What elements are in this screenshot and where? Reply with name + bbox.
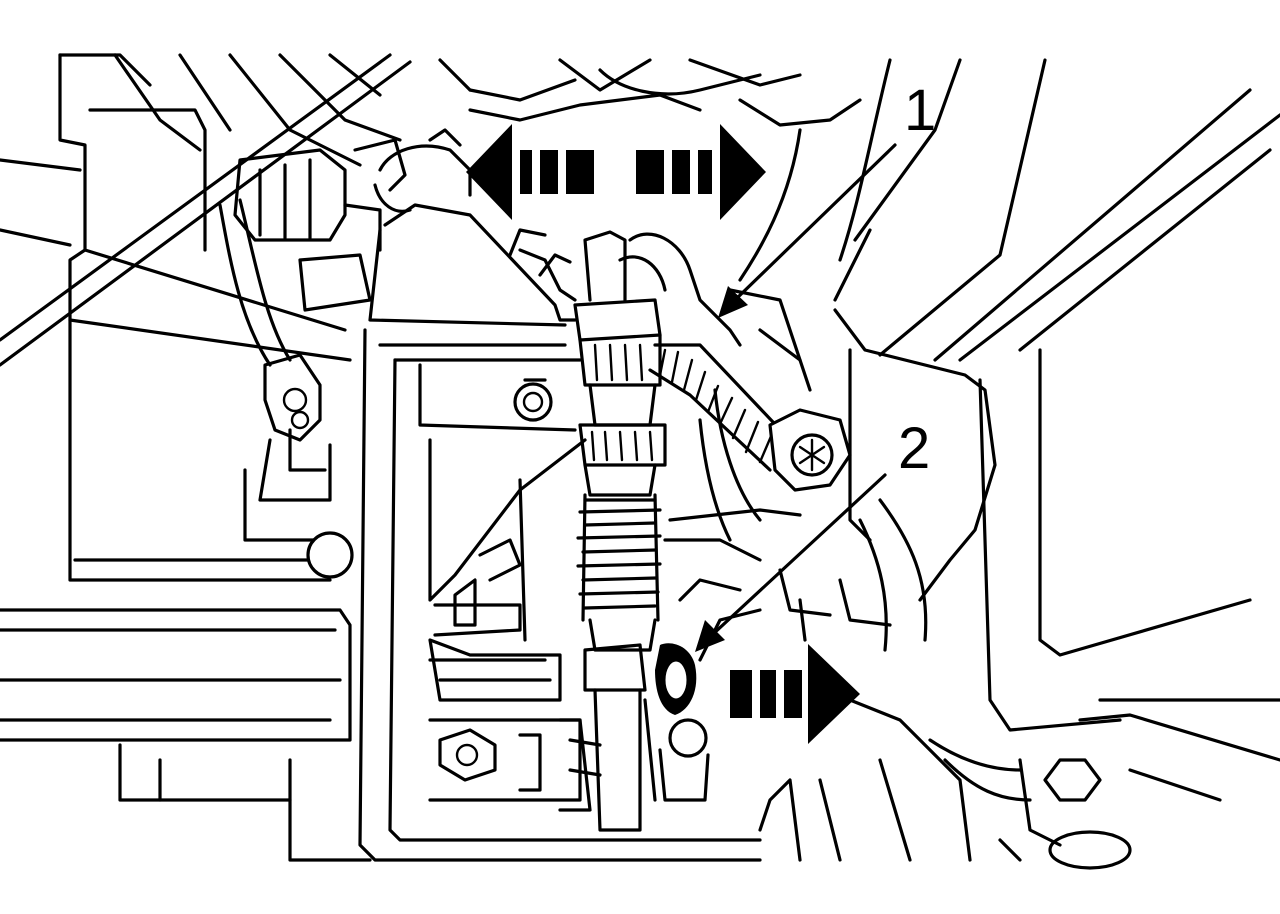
right-dashed-arrow-icon: [730, 644, 860, 744]
lock-pin: [643, 643, 710, 802]
upper-hoses: [373, 58, 862, 302]
left-wire-harness: [218, 198, 354, 579]
callout-label-1: 1: [904, 78, 936, 143]
transmission-housing: [358, 203, 762, 862]
callout-leader-1: [718, 143, 897, 318]
ground-strap: [618, 232, 852, 492]
left-bracket-assembly: [0, 53, 412, 862]
right-bracket-assembly: [833, 58, 1280, 870]
shift-cable: [558, 230, 667, 832]
double-headed-dashed-arrow-icon: [466, 124, 766, 220]
left-connectors: [233, 138, 407, 312]
callout-leader-2: [695, 473, 887, 652]
mid-wires: [663, 288, 812, 602]
callout-label-2: 2: [898, 416, 930, 481]
